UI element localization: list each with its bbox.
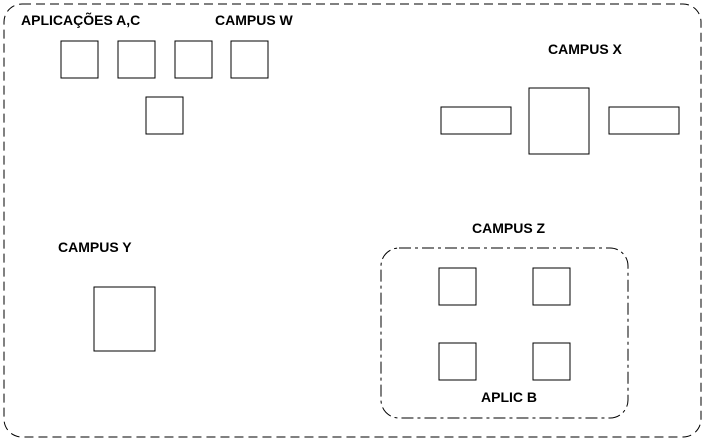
campus-w-label: CAMPUS W <box>215 12 293 28</box>
campus-w-node-4 <box>230 40 269 79</box>
outer-boundary <box>3 3 702 438</box>
campus-z-node-3 <box>438 342 477 381</box>
campus-x-center-node <box>528 87 590 155</box>
campus-w-node-1 <box>60 40 99 79</box>
campus-y-node <box>93 286 156 352</box>
campus-w-node-2 <box>117 40 156 79</box>
campus-z-node-1 <box>438 267 477 306</box>
campus-w-node-3 <box>174 40 213 79</box>
campus-y-label: CAMPUS Y <box>58 239 132 255</box>
campus-z-boundary <box>380 247 629 419</box>
campus-z-node-4 <box>532 342 571 381</box>
campus-x-left-node <box>440 106 512 135</box>
campus-z-node-2 <box>532 267 571 306</box>
aplic-b-label: APLIC B <box>481 389 537 405</box>
campus-z-label: CAMPUS Z <box>472 220 546 236</box>
campus-w-node-5 <box>145 96 184 135</box>
campus-x-label: CAMPUS X <box>548 41 622 57</box>
campus-x-right-node <box>608 106 680 135</box>
aplicacoes-ac-label: APLICAÇÕES A,C <box>21 12 141 28</box>
